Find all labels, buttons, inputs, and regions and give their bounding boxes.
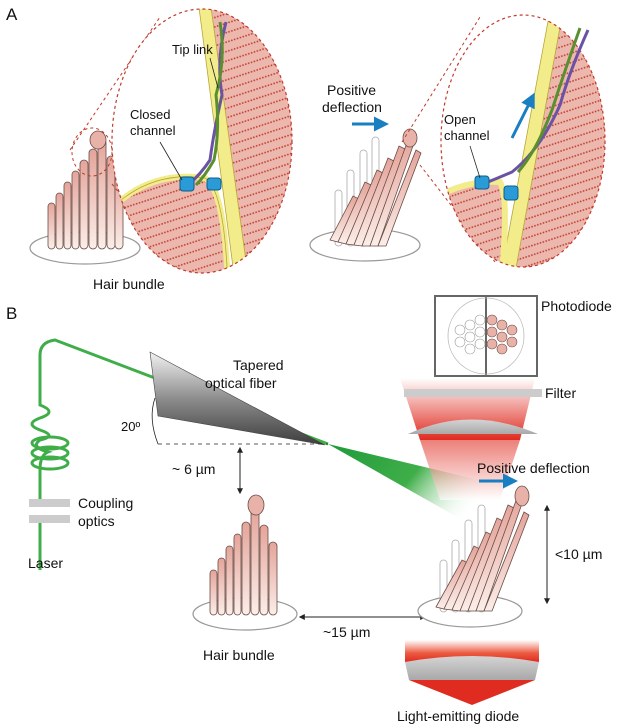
laser-fiber bbox=[30, 338, 329, 570]
closed-channel-label-2: channel bbox=[130, 123, 176, 138]
positive-deflection-b: Positive deflection bbox=[477, 460, 590, 476]
distance-6-label: ~ 6 µm bbox=[172, 461, 215, 477]
tip-link-label: Tip link bbox=[172, 42, 213, 57]
open-channel-label-1: Open bbox=[444, 112, 476, 127]
hair-bundle-left-a bbox=[29, 130, 141, 265]
tapered-fiber bbox=[149, 351, 326, 446]
hair-bundle-right-b bbox=[417, 485, 530, 628]
laser-label: Laser bbox=[28, 555, 63, 571]
distance-15-label: ~15 µm bbox=[323, 624, 370, 640]
deflection-arrow-zoom bbox=[510, 92, 535, 139]
panel-a-letter: A bbox=[6, 5, 18, 24]
filter bbox=[404, 389, 542, 397]
filter-label: Filter bbox=[545, 385, 576, 401]
upper-lens bbox=[408, 419, 538, 434]
tapered-label-1: Tapered bbox=[233, 357, 284, 373]
coupling-optics-top bbox=[29, 499, 70, 507]
coupling-optics-bottom bbox=[29, 515, 70, 523]
positive-deflection-a-1: Positive bbox=[327, 82, 376, 98]
panel-b-letter: B bbox=[6, 304, 17, 323]
led bbox=[405, 640, 539, 705]
hair-bundle-right-a bbox=[309, 128, 422, 262]
distance-10-label: <10 µm bbox=[555, 546, 602, 562]
closed-channel-label-1: Closed bbox=[130, 107, 170, 122]
laser-beam bbox=[328, 444, 500, 530]
led-label: Light-emitting diode bbox=[397, 708, 519, 724]
positive-deflection-a-2: deflection bbox=[322, 99, 382, 115]
zoom-open-channel bbox=[440, 14, 606, 268]
hair-bundle-left-b bbox=[192, 494, 298, 631]
coupling-label-1: Coupling bbox=[78, 495, 133, 511]
angle-label: 20º bbox=[121, 419, 140, 434]
tapered-label-2: optical fiber bbox=[205, 375, 277, 391]
coupling-label-2: optics bbox=[78, 513, 115, 529]
photodiode bbox=[434, 295, 538, 377]
photodiode-label: Photodiode bbox=[541, 298, 612, 314]
hair-bundle-label-a: Hair bundle bbox=[93, 276, 165, 292]
open-channel-label-2: channel bbox=[444, 128, 490, 143]
hair-bundle-label-b: Hair bundle bbox=[203, 647, 275, 663]
